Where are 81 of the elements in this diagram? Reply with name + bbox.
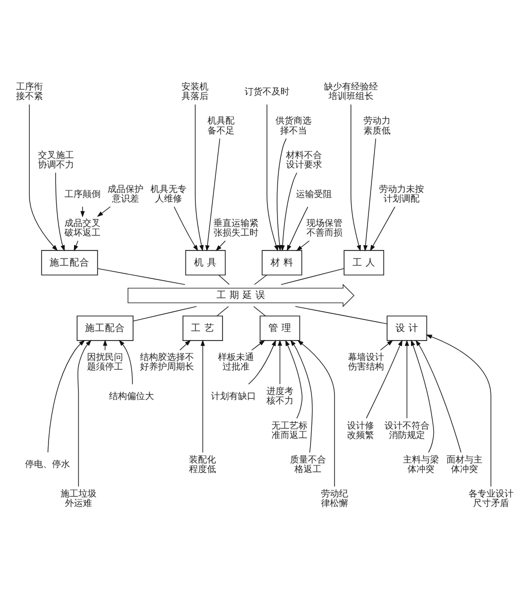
arrow [426, 334, 492, 486]
arrow [285, 339, 302, 418]
node-text: 交叉施工协调不力 [38, 150, 74, 170]
arrow [404, 339, 410, 418]
arrow [366, 339, 402, 418]
node-text: 材料不合设计要求 [286, 150, 322, 170]
node-text: 装配化程度低 [189, 454, 216, 474]
arrow [205, 138, 220, 251]
node-text: 停电、停水 [25, 460, 70, 470]
node-text: 质量不合格返工 [290, 454, 326, 474]
arrow [248, 339, 276, 384]
node-text: 设计不符合消防规定 [384, 420, 430, 440]
node-text: 计划有缺口 [210, 391, 256, 402]
node-text: 垂直运输紧张损失工时 [214, 218, 259, 238]
arrow [48, 339, 86, 452]
arrow [278, 339, 282, 384]
connector [218, 274, 230, 284]
connector [254, 274, 268, 284]
arrow [350, 104, 361, 251]
node-text: 运输受阻 [296, 189, 332, 200]
node-box: 工 艺 [182, 315, 223, 340]
node-text: 各专业设计尺寸矛盾 [468, 489, 514, 509]
arrow [97, 206, 111, 216]
arrow [251, 339, 266, 350]
node-text: 缺少有经验经培训班组长 [324, 82, 378, 102]
arrow [80, 206, 85, 217]
arrow [280, 172, 298, 251]
node-text: 劳动力未按计划调配 [378, 184, 424, 204]
node-box: 施工配合 [76, 315, 134, 340]
node-text: 施工垃圾外运难 [60, 489, 96, 509]
arrow [55, 172, 65, 251]
node-text: 安装机具落后 [182, 82, 209, 102]
node-box: 工 人 [344, 250, 384, 275]
connector [216, 306, 229, 316]
arrow [216, 240, 226, 251]
arrow [296, 240, 310, 251]
node-text: 面材与主体冲突 [446, 454, 482, 474]
arrow [380, 339, 394, 350]
node-text: 幕墙设计伤害结构 [348, 352, 384, 372]
node-text: 无工艺标准而返工 [271, 420, 308, 440]
node-text: 工序颠倒 [64, 189, 101, 200]
connector [253, 306, 266, 316]
arrow [174, 206, 198, 251]
node-box: 管 理 [260, 315, 300, 340]
arrow [200, 339, 205, 452]
node-text: 进度考核不力 [266, 386, 294, 406]
node-text: 因扰民问题须停工 [87, 352, 124, 372]
node-text: 成品交叉破坏返工 [64, 218, 101, 238]
node-text: 机具配备不足 [208, 116, 235, 136]
arrow [297, 340, 335, 486]
arrow [363, 138, 376, 251]
arrow [28, 104, 58, 251]
node-text: 供货商选择不当 [276, 116, 312, 136]
node-text: 现场保管不善而损 [306, 218, 342, 238]
node-text: 订货不及时 [244, 86, 290, 97]
arrow [118, 339, 133, 384]
node-text: 样板未通过批准 [218, 352, 254, 372]
arrow [290, 339, 313, 452]
node-text: 劳动纪律松懈 [321, 489, 348, 509]
arrow [179, 339, 191, 350]
node-box: 机 具 [185, 250, 226, 275]
arrow [276, 138, 287, 251]
node-text: 结构胶选择不好养护周期长 [140, 352, 194, 372]
node-box: 设 计 [386, 315, 428, 340]
connector [280, 268, 344, 284]
node-text: 劳动力素质低 [363, 116, 390, 136]
node-text: 主料与梁体冲突 [403, 454, 440, 474]
arrow [286, 206, 308, 251]
arrow [370, 206, 396, 251]
node-text: 工序衔接不紧 [16, 82, 43, 102]
node-box: 施工配合 [41, 250, 98, 275]
arrow [77, 339, 92, 486]
arrow [410, 339, 434, 452]
node-text: 设计修改频繁 [346, 420, 374, 440]
node-text: 机具无专人维修 [150, 184, 187, 204]
arrow [194, 104, 204, 251]
arrow [266, 104, 278, 251]
node-text: 成品保护意识差 [108, 184, 144, 204]
arrow [415, 339, 462, 452]
node-text: 结构偏位大 [109, 391, 154, 402]
node-box: 材 料 [262, 250, 302, 275]
